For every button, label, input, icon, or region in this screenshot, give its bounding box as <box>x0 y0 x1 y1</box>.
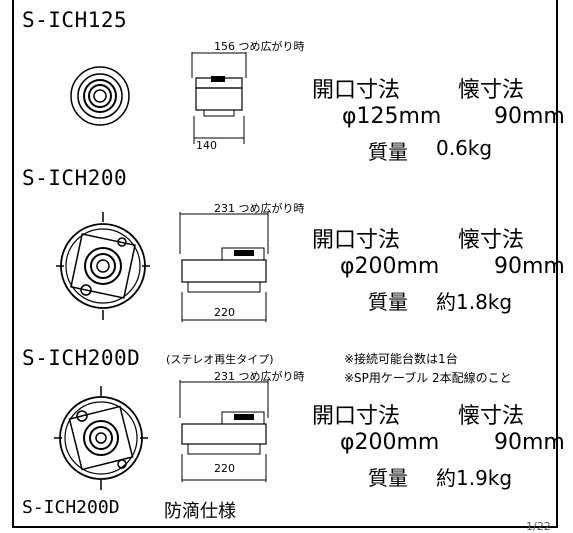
product-1-front-view <box>70 66 130 126</box>
product-3-side-view <box>179 380 269 482</box>
product-1-depth-value: 90mm <box>494 104 565 129</box>
product-3-mass-value: 約1.9kg <box>436 466 513 490</box>
page-frame <box>12 0 558 528</box>
product-2-depth-label: 懐寸法 <box>458 228 525 253</box>
product-2-mass-label: 質量 <box>368 290 408 314</box>
product-3-note-2: ※SP用ケーブル 2本配線のこと <box>344 371 512 385</box>
page-number: 1/22 <box>526 520 551 533</box>
product-3-subtitle: (ステレオ再生タイプ) <box>166 353 274 366</box>
product-2-opening-label: 開口寸法 <box>312 228 401 253</box>
product-3-depth-value: 90mm <box>494 430 565 455</box>
product-3-depth-label: 懐寸法 <box>458 404 525 429</box>
product-1-opening-value: φ125mm <box>342 104 442 129</box>
product-1-side-view <box>191 52 247 144</box>
product-2-front-view <box>56 212 150 320</box>
product-3-front-view <box>54 386 148 490</box>
product-3-model: S-ICH200D <box>22 346 141 370</box>
product-2-body-dim: 220 <box>214 306 235 319</box>
footer-model: S-ICH200D <box>22 497 120 518</box>
product-2-depth-value: 90mm <box>494 254 565 279</box>
footer-variant: 防滴仕様 <box>164 501 236 522</box>
product-1-spread-dim: 156 つめ広がり時 <box>214 40 305 53</box>
product-3-mass-label: 質量 <box>368 466 408 490</box>
product-3-note-1: ※接続可能台数は1台 <box>344 352 458 366</box>
product-1-depth-label: 懐寸法 <box>458 78 525 103</box>
product-2-opening-value: φ200mm <box>340 254 440 279</box>
product-2-mass-value: 約1.8kg <box>436 290 513 314</box>
product-3-body-dim: 220 <box>214 462 235 475</box>
product-3-opening-value: φ200mm <box>340 430 440 455</box>
product-1-opening-label: 開口寸法 <box>312 78 401 103</box>
product-1-mass-value: 0.6kg <box>436 136 493 160</box>
product-1-body-dim: 140 <box>196 139 217 152</box>
product-3-opening-label: 開口寸法 <box>312 404 401 429</box>
product-2-side-view <box>179 212 269 322</box>
product-3-spread-dim: 231 つめ広がり時 <box>214 370 305 383</box>
product-1-model: S-ICH125 <box>22 8 128 32</box>
product-2-model: S-ICH200 <box>22 166 128 190</box>
product-1-mass-label: 質量 <box>368 140 408 164</box>
product-2-spread-dim: 231 つめ広がり時 <box>214 202 305 215</box>
